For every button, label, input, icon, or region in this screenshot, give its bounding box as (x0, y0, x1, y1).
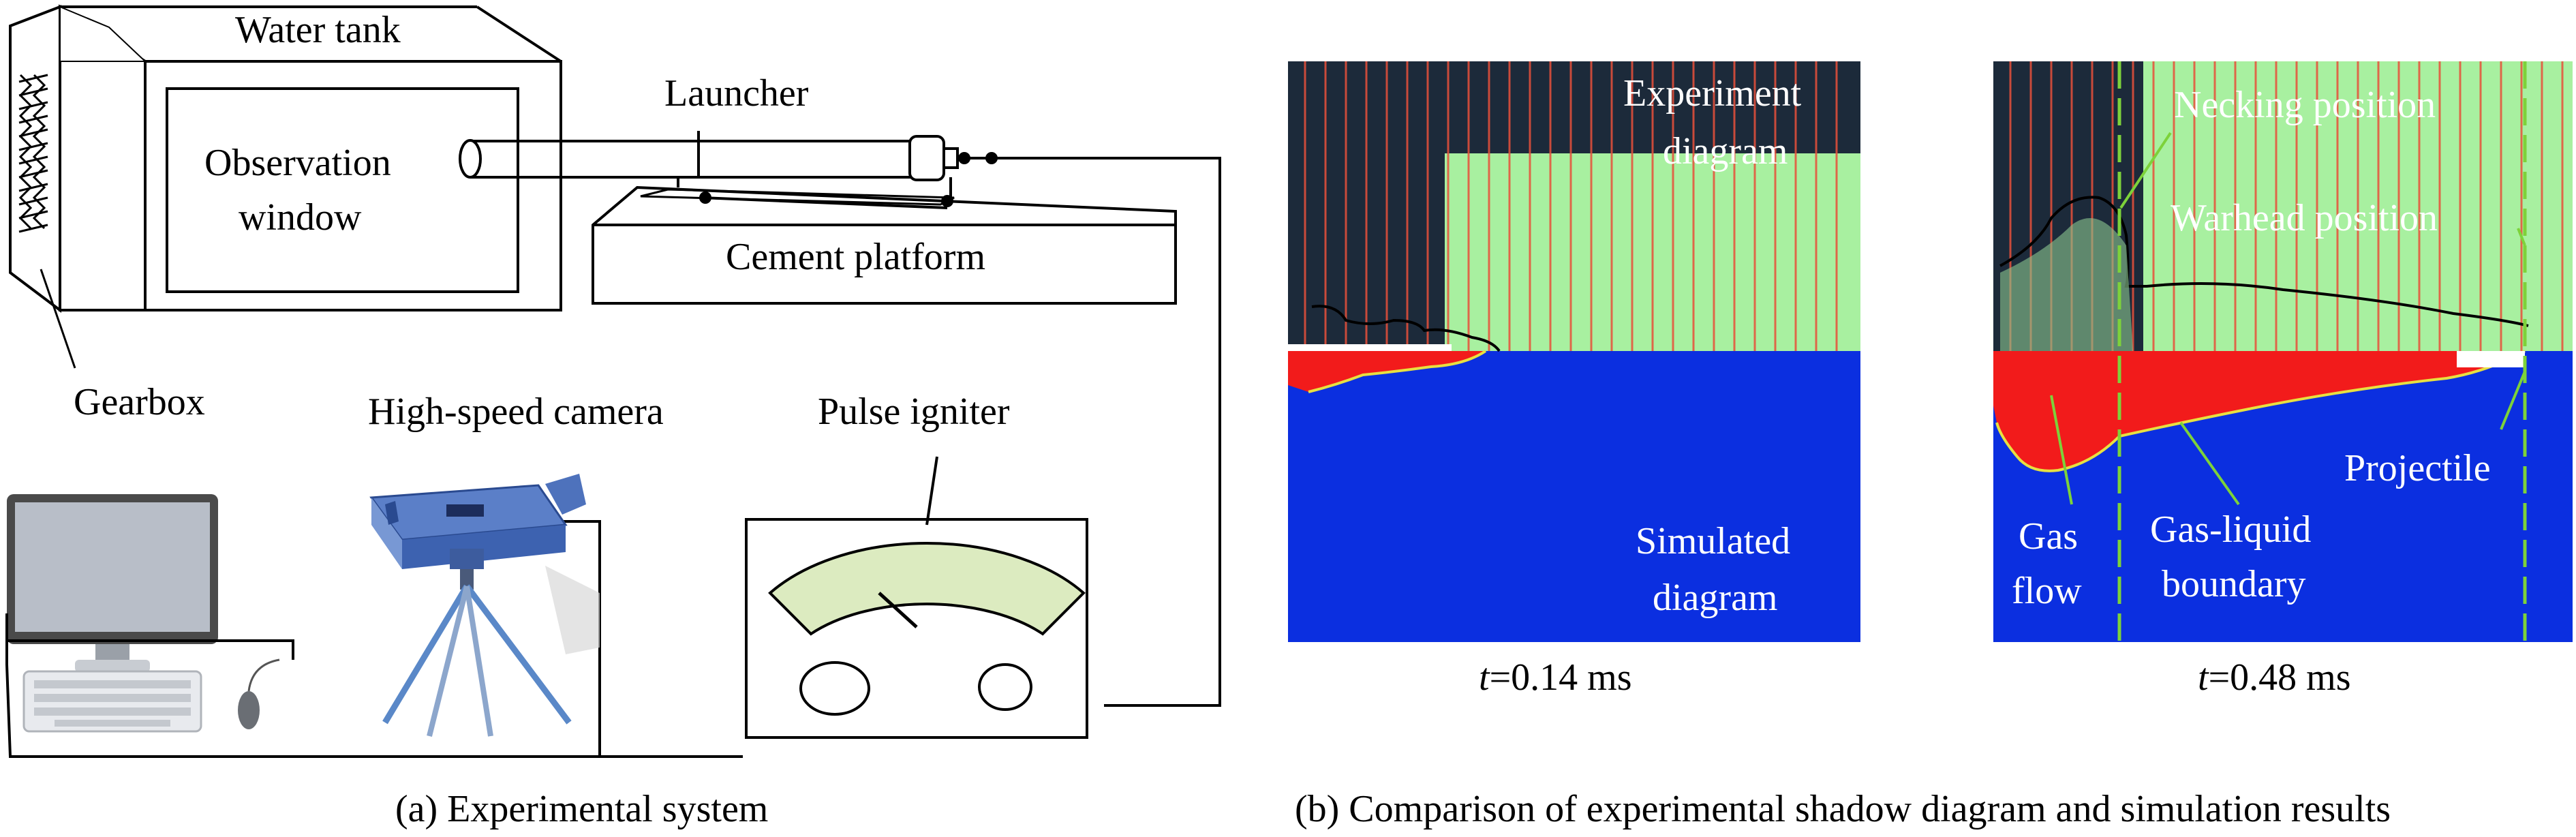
necking-position-label: Necking position (2174, 84, 2436, 126)
left-caption: (a) Experimental system (395, 788, 768, 830)
cement-platform-label: Cement platform (726, 236, 985, 278)
time-value: =0.14 ms (1490, 656, 1632, 699)
frame-t014: Experiment diagram Simulated diagram t=0… (1288, 61, 1860, 699)
frame1-time-label: t=0.14 ms (1479, 656, 1632, 699)
comparison-panel: Experiment diagram Simulated diagram t=0… (1288, 61, 2573, 830)
experiment-cavity-outline (1311, 305, 1501, 352)
gas-liquid-boundary-label-line2: boundary (2162, 563, 2306, 605)
observation-window-label-line1: Observation (204, 142, 391, 184)
cement-platform (592, 185, 1177, 305)
simulated-diagram-label-line1: Simulated (1636, 520, 1790, 562)
launcher-label: Launcher (664, 72, 809, 115)
experiment-grid-lines (1304, 61, 1838, 351)
high-speed-camera-label: High-speed camera (368, 391, 664, 433)
computer-wire (5, 613, 743, 758)
simulated-diagram-label-line2: diagram (1653, 577, 1777, 619)
experimental-system-panel: Water tank Launcher Observation window C… (5, 4, 1221, 830)
projectile-body (2457, 351, 2525, 367)
high-speed-camera (369, 474, 600, 737)
launcher (459, 131, 992, 198)
annotation-leader-lines (2050, 132, 2526, 506)
time-variable: t (1479, 656, 1490, 699)
pulse-igniter (745, 456, 1088, 739)
observation-window-label-line2: window (239, 196, 362, 239)
experiment-gas-cloud (2000, 218, 2133, 351)
gas-flow-label-line1: Gas (2019, 515, 2078, 558)
water-tank-label: Water tank (235, 9, 401, 51)
computer (7, 494, 280, 733)
experiment-diagram-label-line1: Experiment (1623, 72, 1802, 115)
gas-flow-label-line2: flow (2012, 570, 2082, 612)
warhead-position-label: Warhead position (2171, 197, 2438, 239)
experiment-cavity-outline (1999, 196, 2529, 327)
experiment-grid-lines (2009, 61, 2564, 351)
observation-window (166, 87, 519, 293)
simulation-background (1288, 351, 1860, 642)
computer-wire (7, 639, 294, 660)
simulation-boundary (1995, 350, 2526, 472)
launcher-connector-dot (958, 152, 970, 164)
gearbox-label: Gearbox (74, 381, 205, 423)
pulse-igniter-label: Pulse igniter (818, 391, 1010, 433)
camera-wire (552, 520, 601, 757)
experiment-diagram-label-line2: diagram (1663, 130, 1788, 172)
time-variable: t (2198, 656, 2209, 699)
frame-t048: Necking position Warhead position Projec… (1993, 61, 2573, 699)
projectile-label: Projectile (2344, 447, 2491, 489)
gas-liquid-boundary-label-line1: Gas-liquid (2150, 508, 2311, 551)
time-value: =0.48 ms (2209, 656, 2351, 699)
simulation-gas-region (1993, 351, 2525, 471)
frame2-time-label: t=0.48 ms (2198, 656, 2351, 699)
right-caption: (b) Comparison of experimental shadow di… (1295, 788, 2391, 830)
igniter-wire (992, 157, 1221, 707)
platform-mount-dot (699, 192, 711, 204)
gearbox (9, 5, 147, 369)
platform-mount-dot (941, 195, 953, 207)
simulation-boundary (1308, 350, 1487, 393)
